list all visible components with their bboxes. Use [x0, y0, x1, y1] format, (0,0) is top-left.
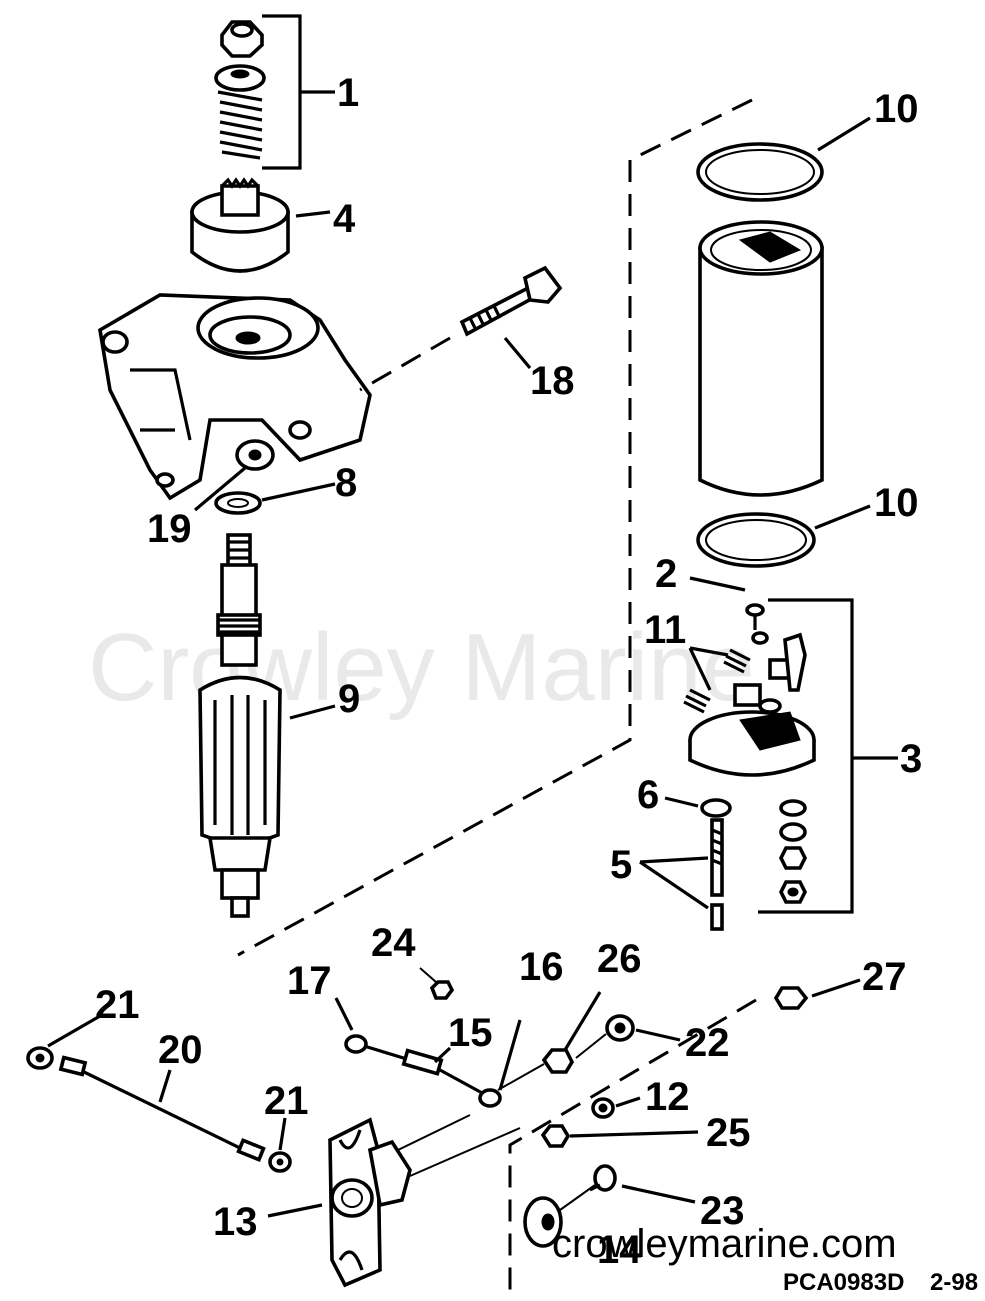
part-drive-end-bracket	[98, 293, 372, 501]
callout-4: 4	[333, 197, 356, 241]
callout-26: 26	[597, 937, 642, 981]
callout-24: 24	[371, 921, 416, 965]
part-terminal-23-14	[523, 1164, 696, 1248]
site-url: crowleymarine.com	[552, 1222, 897, 1266]
callout-13: 13	[213, 1200, 258, 1244]
part-nuts-12-25	[540, 1096, 699, 1148]
part-washers	[193, 439, 336, 515]
callout-10-top: 10	[874, 87, 919, 131]
callout-11: 11	[644, 608, 686, 652]
callout-1: 1	[337, 71, 359, 115]
callout-18: 18	[530, 359, 575, 403]
callout-9: 9	[338, 677, 360, 721]
callout-labels: 1 2 3 4 5 6 8 9 10 10 11 12 13 14 15 16 …	[95, 71, 922, 1272]
revision-code: 2-98	[930, 1269, 978, 1296]
callout-14: 14	[597, 1228, 642, 1272]
part-through-bolt	[359, 265, 563, 392]
part-o-ring-bottom	[696, 504, 871, 568]
callout-8: 8	[335, 461, 357, 505]
drawing-reference: PCA0983D	[783, 1269, 904, 1296]
callout-22: 22	[685, 1021, 730, 1065]
part-drive-pinion	[190, 177, 331, 273]
callout-17: 17	[287, 959, 332, 1003]
callout-15: 15	[448, 1011, 493, 1055]
callout-2: 2	[655, 552, 677, 596]
callout-5: 5	[610, 843, 632, 887]
callout-10-bottom: 10	[874, 481, 919, 525]
callout-21-right: 21	[264, 1079, 309, 1123]
part-o-ring-top	[696, 116, 871, 202]
part-nuts-26-22	[497, 991, 681, 1091]
callout-20: 20	[158, 1028, 203, 1072]
callout-12: 12	[645, 1075, 690, 1119]
part-nut-24	[419, 967, 455, 1000]
part-cable-20	[26, 1014, 292, 1173]
callout-27: 27	[862, 955, 907, 999]
part-nut-27	[773, 978, 861, 1010]
callout-25: 25	[706, 1111, 751, 1155]
part-screws-washers	[639, 796, 808, 931]
part-cable-15	[334, 997, 522, 1108]
part-frame-housing	[698, 220, 824, 497]
callout-16: 16	[519, 945, 564, 989]
callout-3: 3	[900, 737, 922, 781]
callout-6: 6	[637, 773, 659, 817]
part-nut-washer-spring	[214, 14, 335, 170]
callout-21-left: 21	[95, 983, 140, 1027]
assembly-boundary	[237, 98, 757, 1290]
part-armature	[198, 533, 336, 918]
part-end-cap-assembly	[683, 576, 898, 914]
part-solenoid-13	[267, 1114, 521, 1288]
callout-19: 19	[147, 507, 192, 551]
callout-23: 23	[700, 1189, 745, 1233]
